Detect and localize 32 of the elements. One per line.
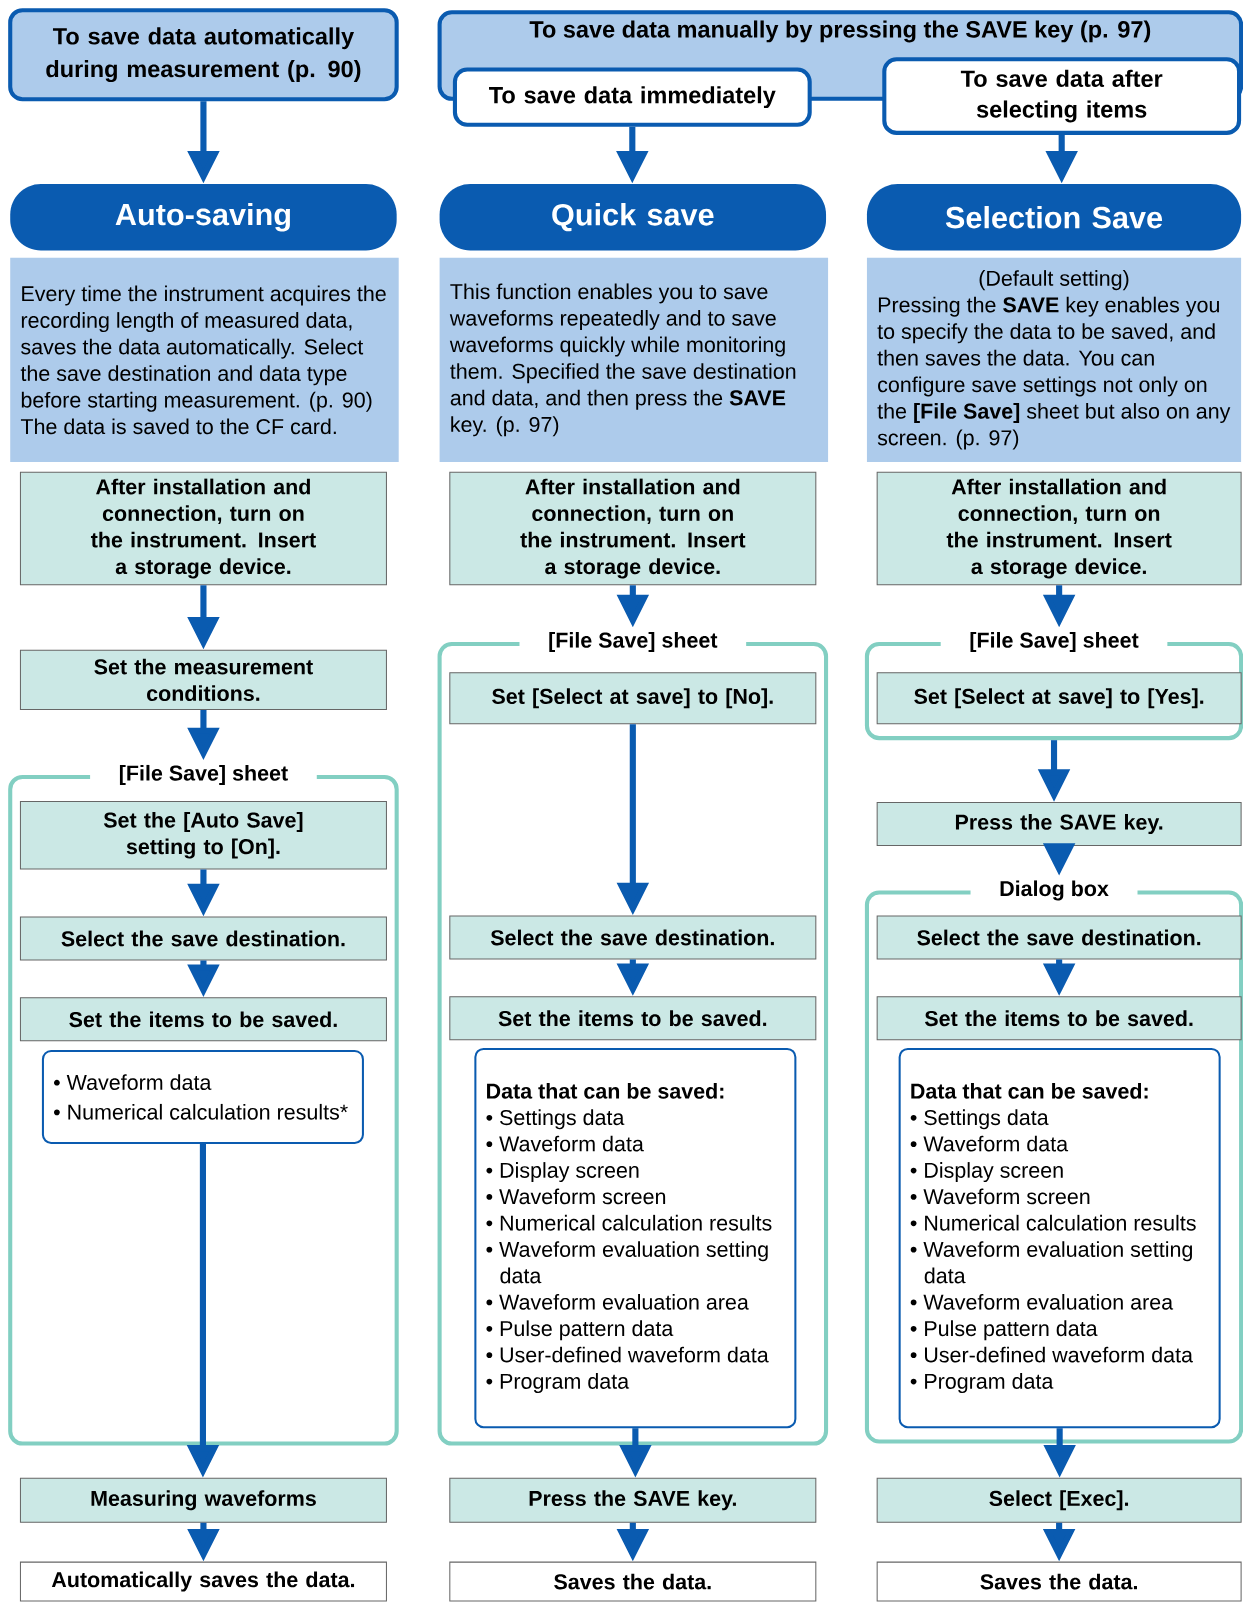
- step-box: Measuring waveforms: [19, 1477, 387, 1523]
- heading-box: To save data after selecting items: [882, 57, 1242, 135]
- title-banner: Selection Save: [866, 184, 1242, 251]
- step-box: Saves the data.: [449, 1561, 817, 1602]
- step-box: Set the items to be saved.: [449, 996, 817, 1041]
- step-box: Select the save destination.: [876, 915, 1242, 960]
- description-box: This function enables you to save waveforms repeatedly and to save waveforms quickly while monitoring them. Specified the save destination and data, and then press the SAVE key. (p. 97): [439, 257, 829, 463]
- step-box: After installation and connection, turn on the instrument. Insert a storage device.: [876, 471, 1242, 586]
- step-box: Automatically saves the data.: [19, 1561, 387, 1602]
- step-box: Select the save destination.: [449, 915, 817, 960]
- step-box: Saves the data.: [876, 1561, 1242, 1602]
- step-box: Set the [Auto Save] setting to [On].: [19, 801, 387, 870]
- heading-box: To save data automatically during measurement (p. 90): [8, 8, 399, 102]
- heading-box: To save data immediately: [452, 67, 812, 127]
- step-box: Select the save destination.: [19, 916, 387, 961]
- list-box: Data that can be saved: • Settings data • Waveform data • Display screen • Waveform screen • Numerical calculation results • Waveform evaluation setting data • Waveform evaluation area • Pulse pattern data • User-defined waveform data • Program data: [898, 1047, 1221, 1429]
- step-box: Set [Select at save] to [No].: [449, 672, 817, 725]
- step-box: Set the items to be saved.: [19, 997, 387, 1042]
- step-box: Press the SAVE key.: [449, 1477, 817, 1523]
- step-box: Set the measurement conditions.: [19, 649, 387, 710]
- description-box: Every time the instrument acquires the recording length of measured data, saves the data automatically. Select the save destination and data type before starting measurement. (p. 90) The data is saved to the CF card.: [10, 257, 399, 463]
- list-box: Data that can be saved: • Settings data • Waveform data • Display screen • Waveform screen • Numerical calculation results • Waveform evaluation setting data • Waveform evaluation area • Pulse pattern data • User-defined waveform data • Program data: [474, 1047, 797, 1429]
- step-box: After installation and connection, turn on the instrument. Insert a storage device.: [19, 471, 387, 586]
- step-box: Press the SAVE key.: [876, 802, 1242, 846]
- step-box: Select [Exec].: [876, 1477, 1242, 1523]
- description-box: (Default setting) Pressing the SAVE key enables you to specify the data to be saved, and then saves the data. You can configure save settings not only on the [File Save] sheet but also on any screen. (p. 97): [866, 257, 1242, 463]
- step-box: Set [Select at save] to [Yes].: [876, 672, 1242, 725]
- title-banner: Auto-saving: [10, 184, 397, 251]
- title-banner: Quick save: [439, 184, 826, 251]
- list-box: • Waveform data • Numerical calculation results*: [41, 1049, 364, 1144]
- step-box: After installation and connection, turn on the instrument. Insert a storage device.: [449, 471, 817, 586]
- step-box: Set the items to be saved.: [876, 996, 1242, 1041]
